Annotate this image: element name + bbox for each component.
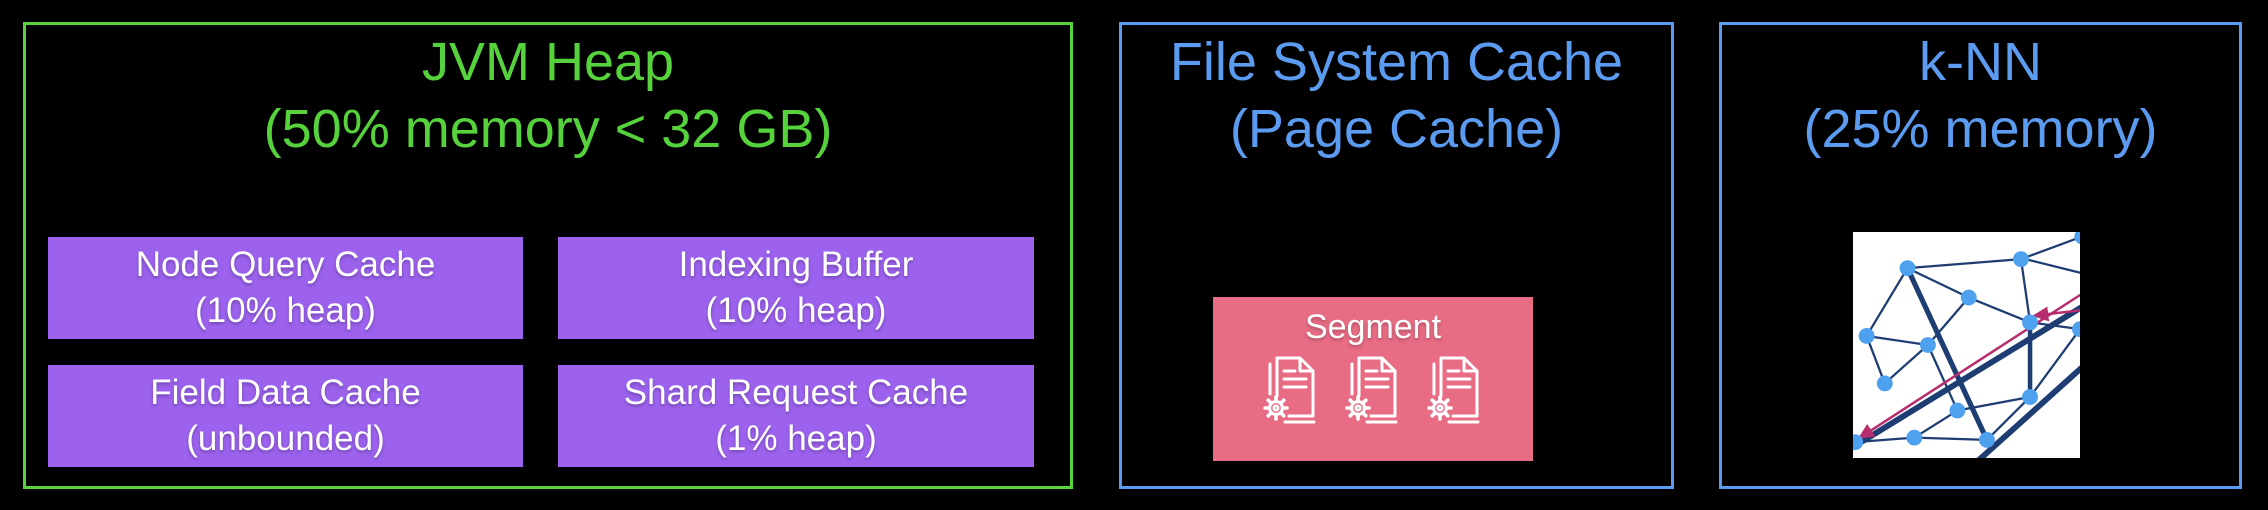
cache-cell-name: Shard Request Cache bbox=[623, 373, 969, 412]
file-system-cache-title: File System Cache (Page Cache) bbox=[1122, 25, 1671, 163]
cache-cell-name: Indexing Buffer bbox=[678, 245, 914, 284]
jvm-heap-title-line1: JVM Heap bbox=[421, 32, 675, 92]
cache-cell-detail: (1% heap) bbox=[715, 419, 877, 458]
knn-box: k-NN (25% memory) bbox=[1719, 22, 2242, 489]
jvm-cache-grid: Node Query Cache (10% heap) Indexing Buf… bbox=[48, 237, 1034, 467]
knn-title-line2: (25% memory) bbox=[1803, 99, 2158, 159]
file-system-cache-box: File System Cache (Page Cache) Segment bbox=[1119, 22, 1674, 489]
document-gear-icon bbox=[1345, 356, 1398, 424]
knn-title: k-NN (25% memory) bbox=[1722, 25, 2239, 163]
cache-cell-name: Node Query Cache bbox=[135, 245, 436, 284]
cache-cell-detail: (10% heap) bbox=[705, 291, 887, 330]
cache-cell-field-data-cache: Field Data Cache (unbounded) bbox=[48, 365, 523, 467]
file-system-cache-title-line2: (Page Cache) bbox=[1229, 99, 1564, 159]
cache-cell-detail: (10% heap) bbox=[195, 291, 376, 330]
cache-cell-node-query-cache: Node Query Cache (10% heap) bbox=[48, 237, 523, 339]
knn-graph-image bbox=[1853, 232, 2080, 458]
document-gear-icon bbox=[1427, 356, 1480, 424]
segment-box: Segment bbox=[1213, 297, 1533, 461]
segment-label: Segment bbox=[1304, 308, 1442, 346]
cache-cell-indexing-buffer: Indexing Buffer (10% heap) bbox=[558, 237, 1034, 339]
document-gear-icon bbox=[1263, 356, 1316, 424]
knn-title-line1: k-NN bbox=[1919, 32, 2042, 92]
jvm-heap-title: JVM Heap (50% memory < 32 GB) bbox=[26, 25, 1070, 163]
jvm-heap-title-line2: (50% memory < 32 GB) bbox=[263, 99, 833, 159]
cache-cell-shard-request-cache: Shard Request Cache (1% heap) bbox=[558, 365, 1034, 467]
file-system-cache-title-line1: File System Cache bbox=[1169, 32, 1624, 92]
segment-icons bbox=[1213, 352, 1533, 426]
cache-cell-detail: (unbounded) bbox=[186, 419, 385, 458]
jvm-heap-box: JVM Heap (50% memory < 32 GB) Node Query… bbox=[23, 22, 1073, 489]
cache-cell-name: Field Data Cache bbox=[150, 373, 421, 412]
